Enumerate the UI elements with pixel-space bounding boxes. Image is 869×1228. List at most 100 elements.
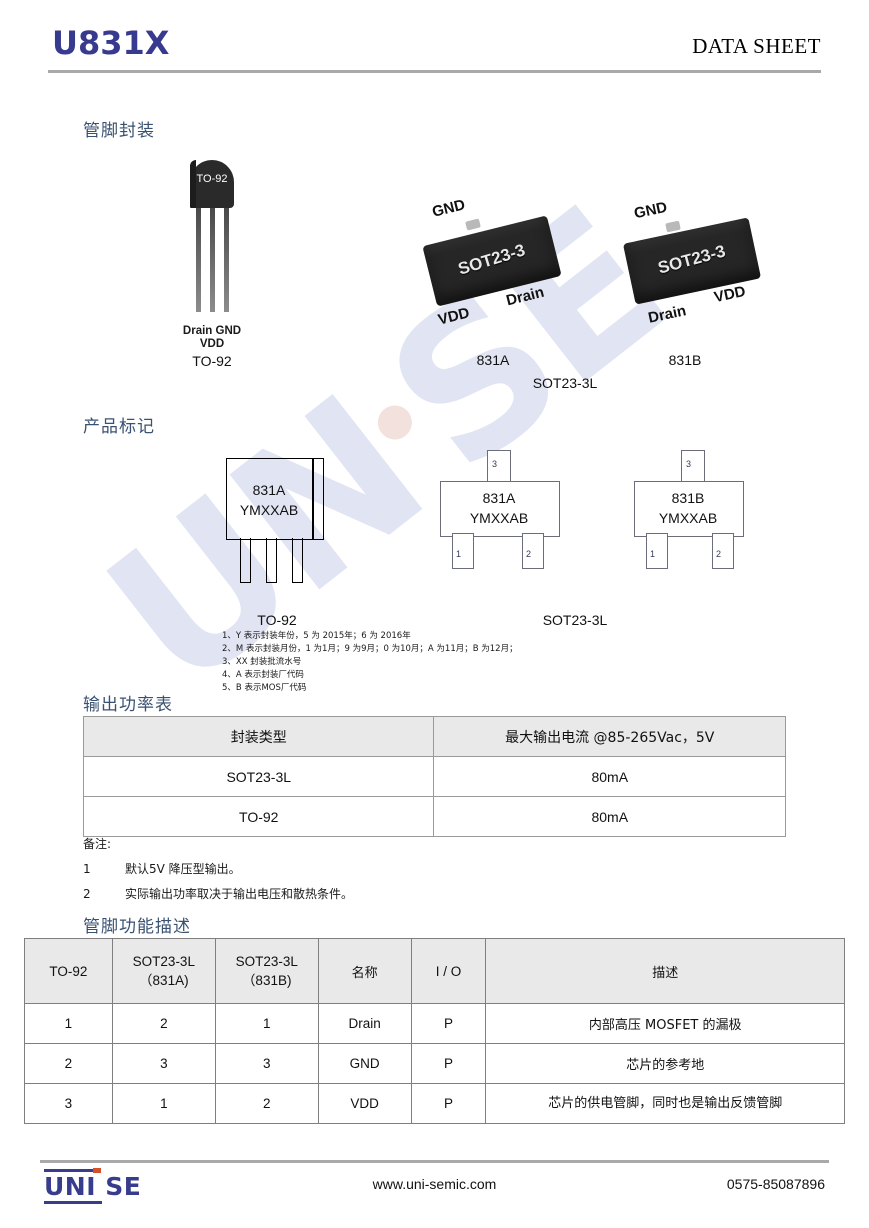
pin-header-name: 名称 bbox=[317, 938, 412, 1004]
logo-text-se: SE bbox=[105, 1172, 142, 1201]
to92-marking-lead-2 bbox=[266, 538, 277, 583]
pin-function-table: TO-92 SOT23-3L（831A) SOT23-3L（831B) 名称 I… bbox=[24, 938, 845, 1124]
sot23-831b-marking-body bbox=[634, 481, 744, 537]
to92-lead-1 bbox=[196, 200, 201, 312]
table-row: 2 3 3 GND P 芯片的参考地 bbox=[24, 1043, 845, 1084]
sot23-831a-body-label: SOT23-3 bbox=[455, 240, 528, 279]
to92-marking-line1: 831A bbox=[252, 482, 286, 498]
footer-website-url[interactable]: www.uni-semic.com bbox=[372, 1176, 497, 1192]
table-row: 1 2 1 Drain P 内部高压 MOSFET 的漏极 bbox=[24, 1003, 845, 1044]
logo-dot-icon bbox=[93, 1168, 101, 1173]
to92-body: TO-92 bbox=[190, 160, 234, 208]
section-heading-pin-function: 管脚功能描述 bbox=[83, 917, 191, 937]
pin-cell-to92-1: 2 bbox=[24, 1043, 113, 1084]
sot23-831a-marking-pin3-num: 3 bbox=[492, 459, 498, 469]
sot23-831a-marking-pin1 bbox=[452, 533, 474, 569]
to92-body-label: TO-92 bbox=[196, 173, 228, 185]
pin-header-desc-l1: 描述 bbox=[652, 965, 679, 981]
power-cell-package-0: SOT23-3L bbox=[82, 756, 435, 797]
header-divider bbox=[48, 70, 821, 73]
to92-marking-drawing: 831A YMXXAB bbox=[226, 458, 346, 618]
pin-cell-io-2: P bbox=[410, 1083, 487, 1124]
to92-lead-2 bbox=[210, 200, 215, 312]
sot23-marking-caption: SOT23-3L bbox=[542, 612, 608, 628]
sot23-831b-marking-line2: YMXXAB bbox=[658, 510, 718, 526]
sot23-831b-marking-pin3-num: 3 bbox=[686, 459, 692, 469]
to92-flat-edge bbox=[190, 160, 196, 208]
logo-bar-bottom bbox=[44, 1201, 102, 1204]
power-header-package-type: 封装类型 bbox=[82, 716, 435, 757]
marking-note-2: 2、M 表示封装月份，1 为1月；9 为9月；0 为10月；A 为11月；B 为… bbox=[222, 644, 518, 654]
logo-text-uni: UNI bbox=[44, 1172, 97, 1201]
pin-cell-sot-b-2: 2 bbox=[214, 1083, 319, 1124]
to92-marking-lead-3 bbox=[292, 538, 303, 583]
pin-header-name-l1: 名称 bbox=[351, 965, 378, 981]
pin-header-desc: 描述 bbox=[485, 938, 845, 1004]
pin-header-io-l1: I / O bbox=[435, 963, 462, 979]
pin-cell-io-0: P bbox=[410, 1003, 487, 1044]
footer-divider bbox=[40, 1160, 829, 1163]
pin-cell-name-1: GND bbox=[317, 1043, 412, 1084]
to92-lead-3 bbox=[224, 200, 229, 312]
table-header-row: TO-92 SOT23-3L（831A) SOT23-3L（831B) 名称 I… bbox=[24, 938, 845, 1004]
pin-cell-name-2: VDD bbox=[317, 1083, 412, 1124]
pin-cell-desc-2: 芯片的供电管脚，同时也是输出反馈管脚 bbox=[485, 1083, 845, 1124]
pin-header-sot-a-l2: （831A) bbox=[139, 972, 189, 988]
sot23-831b-photo: GND SOT23-3 Drain VDD bbox=[610, 196, 780, 336]
table-header-row: 封装类型 最大输出电流 @85-265Vac，5V bbox=[82, 716, 786, 757]
note-item-2-text: 实际输出功率取决于输出电压和散热条件。 bbox=[125, 887, 354, 901]
footer-phone-number: 0575-85087896 bbox=[726, 1176, 825, 1192]
to92-pin-names-line2: VDD bbox=[199, 338, 225, 350]
power-header-max-current: 最大输出电流 @85-265Vac，5V bbox=[433, 716, 786, 757]
section-heading-output-power: 输出功率表 bbox=[83, 695, 173, 715]
to92-marking-lead-1 bbox=[240, 538, 251, 583]
sot23-831b-marking-drawing: 3 831B YMXXAB 1 2 bbox=[634, 450, 764, 585]
power-cell-current-1: 80mA bbox=[433, 796, 786, 837]
sot23-831a-marking-pin1-num: 1 bbox=[456, 549, 462, 559]
pin-cell-sot-a-1: 3 bbox=[111, 1043, 216, 1084]
marking-note-1: 1、Y 表示封装年份，5 为 2015年；6 为 2016年 bbox=[222, 631, 411, 641]
pin-cell-io-1: P bbox=[410, 1043, 487, 1084]
pin-header-io: I / O bbox=[410, 938, 487, 1004]
sot23-831a-marking-line2: YMXXAB bbox=[469, 510, 529, 526]
note-item-1-text: 默认5V 降压型输出。 bbox=[125, 862, 241, 876]
logo-bar-top bbox=[44, 1169, 96, 1172]
power-cell-package-1: TO-92 bbox=[82, 796, 435, 837]
sot23-831b-marking-pin1 bbox=[646, 533, 668, 569]
sot23-831b-gnd-label: GND bbox=[632, 198, 669, 223]
sot23-831b-marking-pin2-num: 2 bbox=[716, 549, 722, 559]
pin-cell-desc-0: 内部高压 MOSFET 的漏极 bbox=[485, 1003, 845, 1044]
sot23-831b-drain-label: Drain bbox=[646, 302, 688, 327]
company-logo: UNI SE bbox=[44, 1168, 142, 1204]
to92-marking-caption: TO-92 bbox=[257, 612, 297, 628]
marking-note-4: 4、A 表示封装厂代码 bbox=[222, 670, 304, 680]
marking-note-3: 3、XX 封装批流水号 bbox=[222, 657, 302, 667]
pin-header-to92-l1: TO-92 bbox=[49, 963, 88, 979]
sot23-831a-marking-drawing: 3 831A YMXXAB 1 2 bbox=[440, 450, 570, 585]
sot23-831a-gnd-label: GND bbox=[430, 196, 467, 221]
to92-pin-names-line1: Drain GND bbox=[182, 325, 242, 337]
sot23-831a-pin-gnd bbox=[465, 218, 481, 231]
section-heading-pin-package: 管脚封装 bbox=[83, 121, 155, 141]
pin-cell-sot-b-0: 1 bbox=[214, 1003, 319, 1044]
marking-note-5: 5、B 表示MOS厂代码 bbox=[222, 683, 307, 693]
pin-header-sot-a: SOT23-3L（831A) bbox=[111, 938, 216, 1004]
pin-cell-desc-1: 芯片的参考地 bbox=[485, 1043, 845, 1084]
pin-cell-name-0: Drain bbox=[317, 1003, 412, 1044]
pin-cell-sot-b-1: 3 bbox=[214, 1043, 319, 1084]
to92-marking-line2: YMXXAB bbox=[239, 502, 299, 518]
sot23-831a-vdd-label: VDD bbox=[436, 304, 472, 329]
sot23-831b-pin-gnd bbox=[665, 220, 681, 233]
notes-title: 备注: bbox=[83, 837, 112, 851]
document-type-label: DATA SHEET bbox=[692, 34, 821, 58]
to92-marking-body bbox=[226, 458, 314, 540]
sot23-831a-marking-body bbox=[440, 481, 560, 537]
section-heading-product-marking: 产品标记 bbox=[83, 417, 155, 437]
sot23-831a-caption: 831A bbox=[476, 352, 510, 368]
table-row: 3 1 2 VDD P 芯片的供电管脚，同时也是输出反馈管脚 bbox=[24, 1083, 845, 1124]
power-cell-current-0: 80mA bbox=[433, 756, 786, 797]
pin-header-to92: TO-92 bbox=[24, 938, 113, 1004]
